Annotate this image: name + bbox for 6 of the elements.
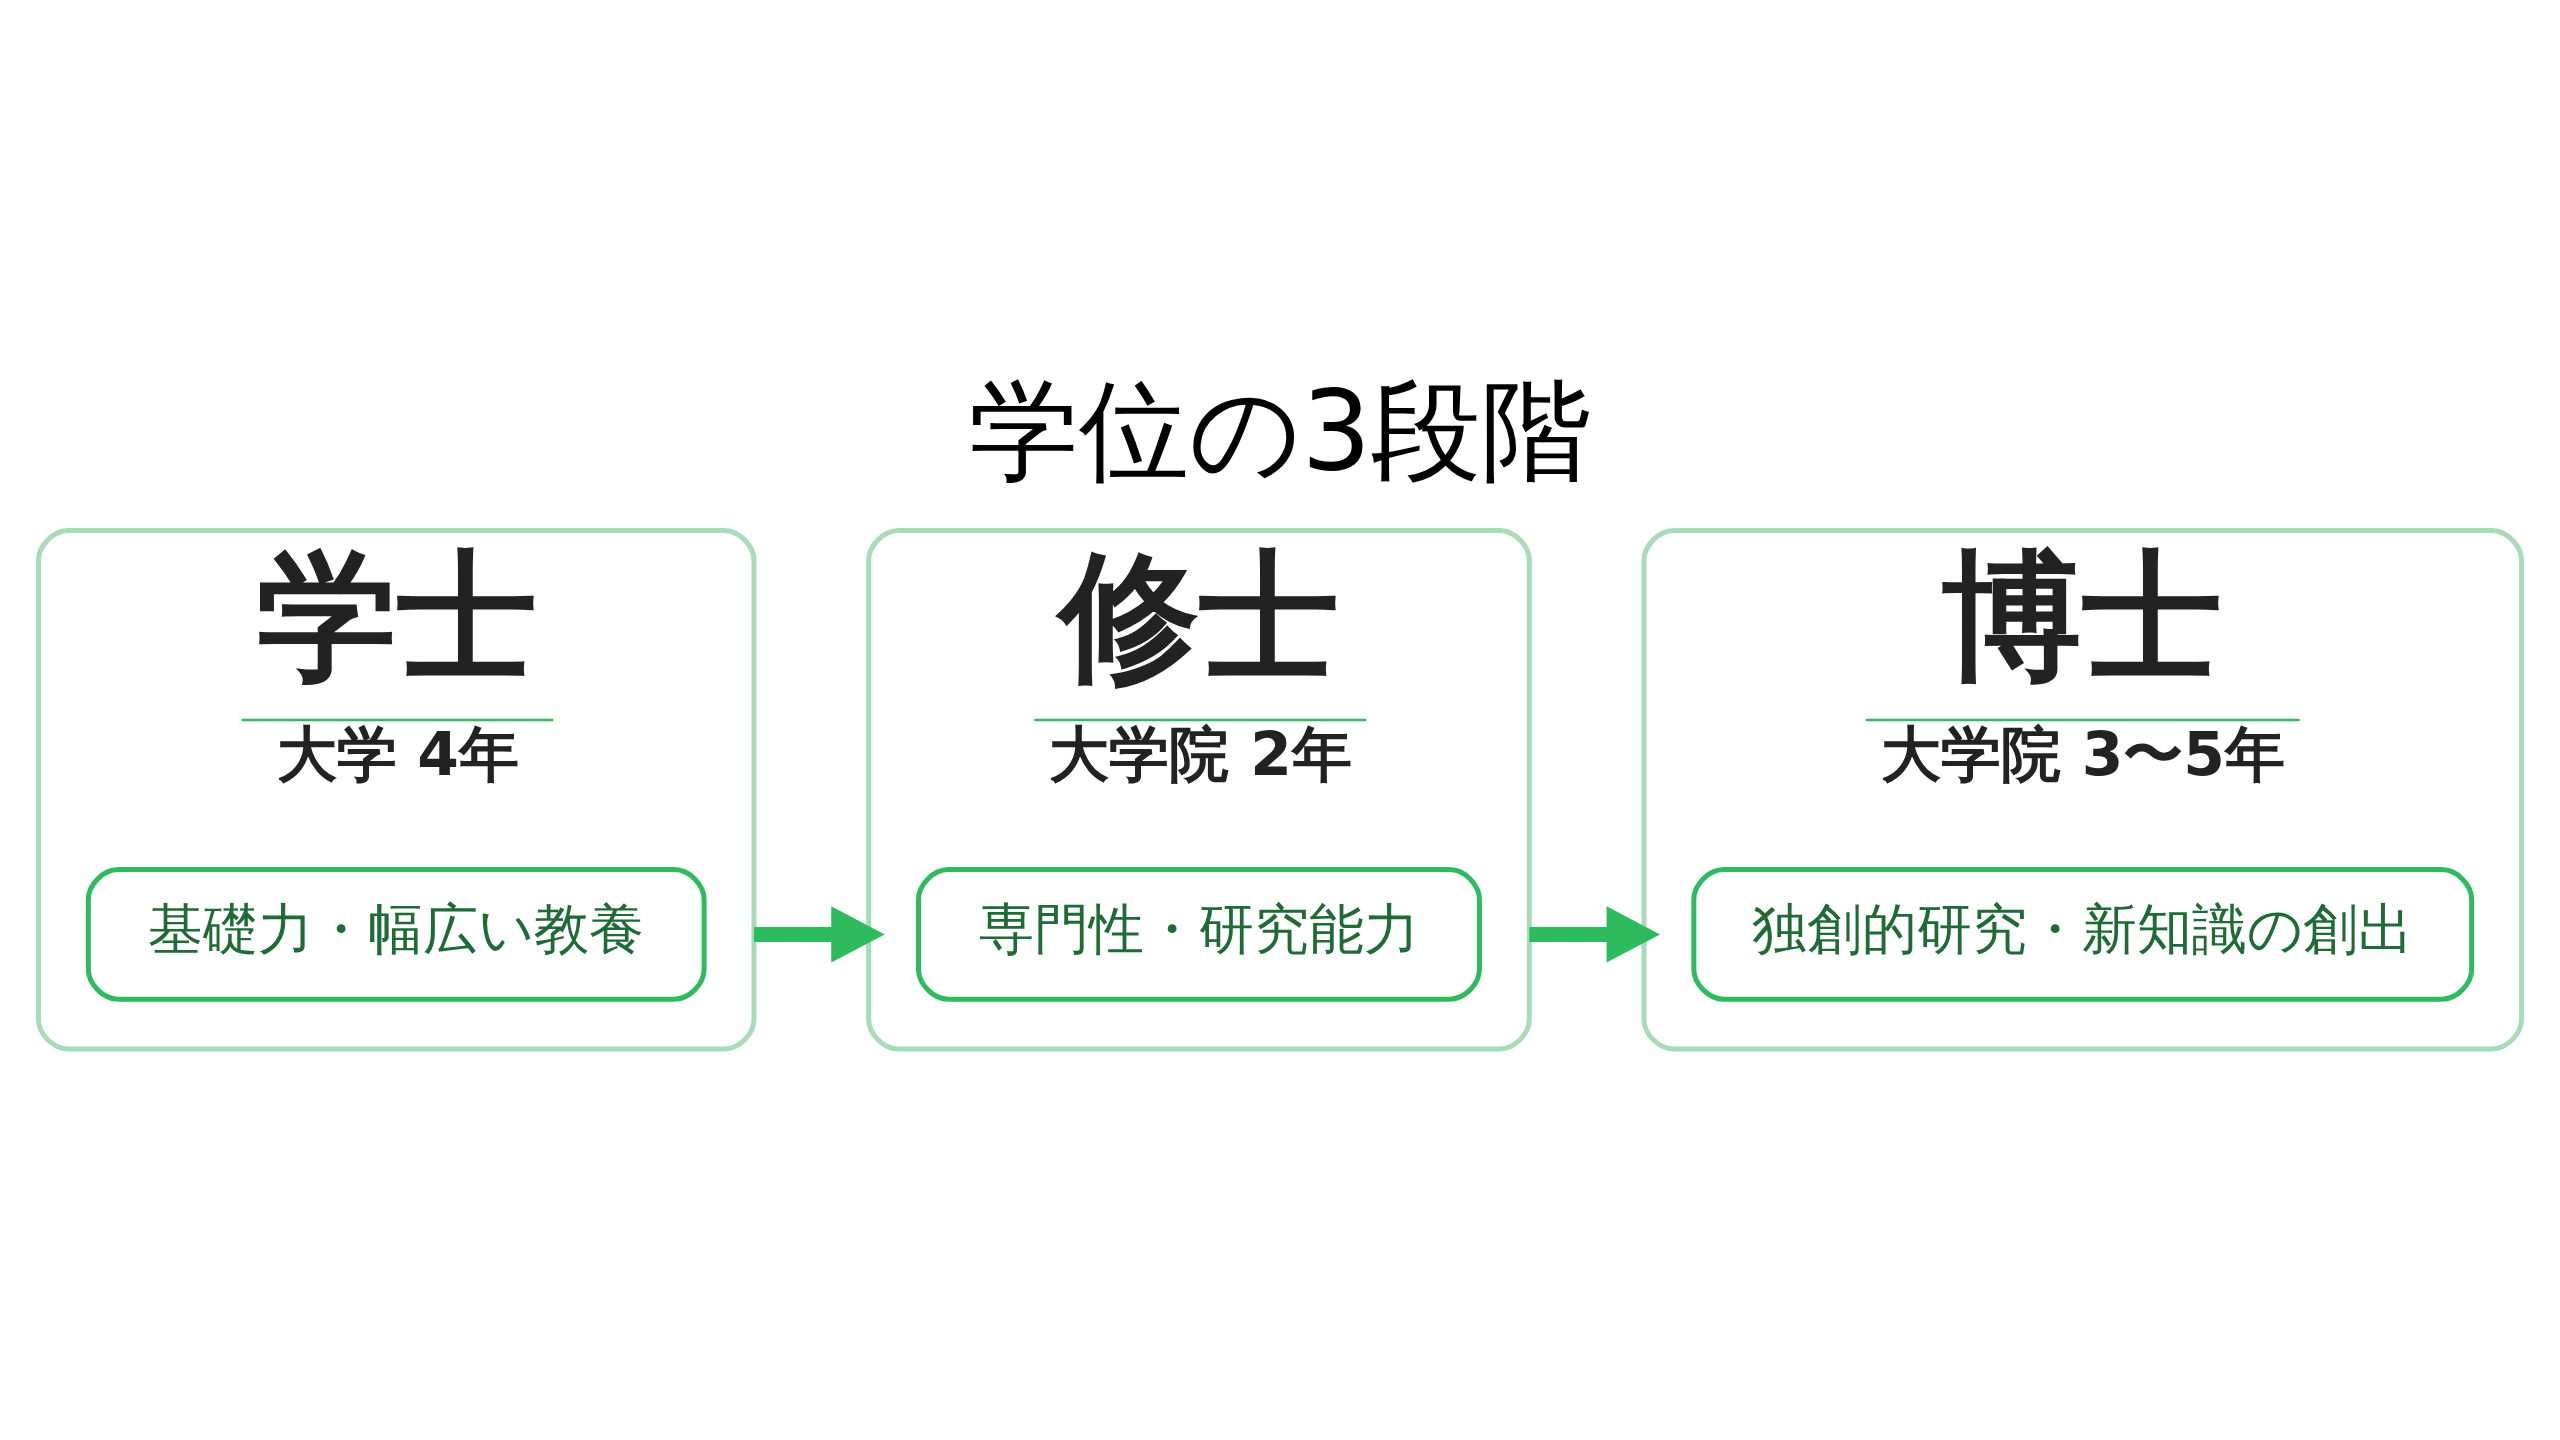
arrow xyxy=(1529,906,1661,963)
diagram-title: 学位の3段階 xyxy=(968,366,1592,495)
node-box: 専門性・研究能力 xyxy=(916,867,1482,1002)
arrow xyxy=(753,906,885,963)
node-box: 独創的研究・新知識の創出 xyxy=(1691,867,2475,1002)
node-box: 基礎力・幅広い教養 xyxy=(85,867,707,1002)
